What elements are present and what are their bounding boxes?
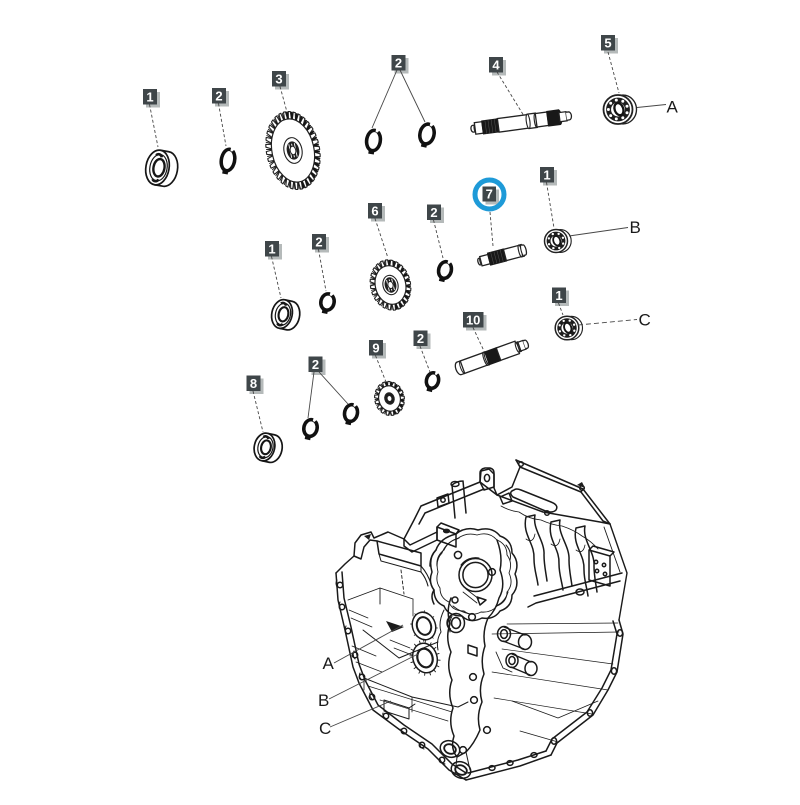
- svg-text:2: 2: [430, 205, 437, 220]
- svg-text:1: 1: [268, 241, 275, 256]
- svg-text:1: 1: [555, 288, 562, 303]
- svg-text:C: C: [319, 719, 331, 738]
- svg-text:1: 1: [543, 167, 550, 182]
- svg-text:5: 5: [604, 35, 611, 50]
- svg-text:2: 2: [395, 55, 402, 70]
- svg-text:A: A: [323, 654, 335, 673]
- svg-text:2: 2: [215, 88, 222, 103]
- svg-text:4: 4: [492, 57, 500, 72]
- svg-text:2: 2: [417, 331, 424, 346]
- svg-text:3: 3: [275, 71, 282, 86]
- svg-text:2: 2: [315, 234, 322, 249]
- svg-text:9: 9: [372, 340, 379, 355]
- svg-text:1: 1: [146, 89, 153, 104]
- svg-text:A: A: [667, 98, 679, 117]
- svg-text:B: B: [630, 218, 641, 237]
- svg-text:B: B: [318, 691, 329, 710]
- svg-text:7: 7: [486, 187, 493, 202]
- svg-text:10: 10: [466, 312, 480, 327]
- svg-text:2: 2: [312, 357, 319, 372]
- svg-text:6: 6: [371, 203, 378, 218]
- svg-text:8: 8: [250, 376, 257, 391]
- svg-text:C: C: [639, 311, 651, 330]
